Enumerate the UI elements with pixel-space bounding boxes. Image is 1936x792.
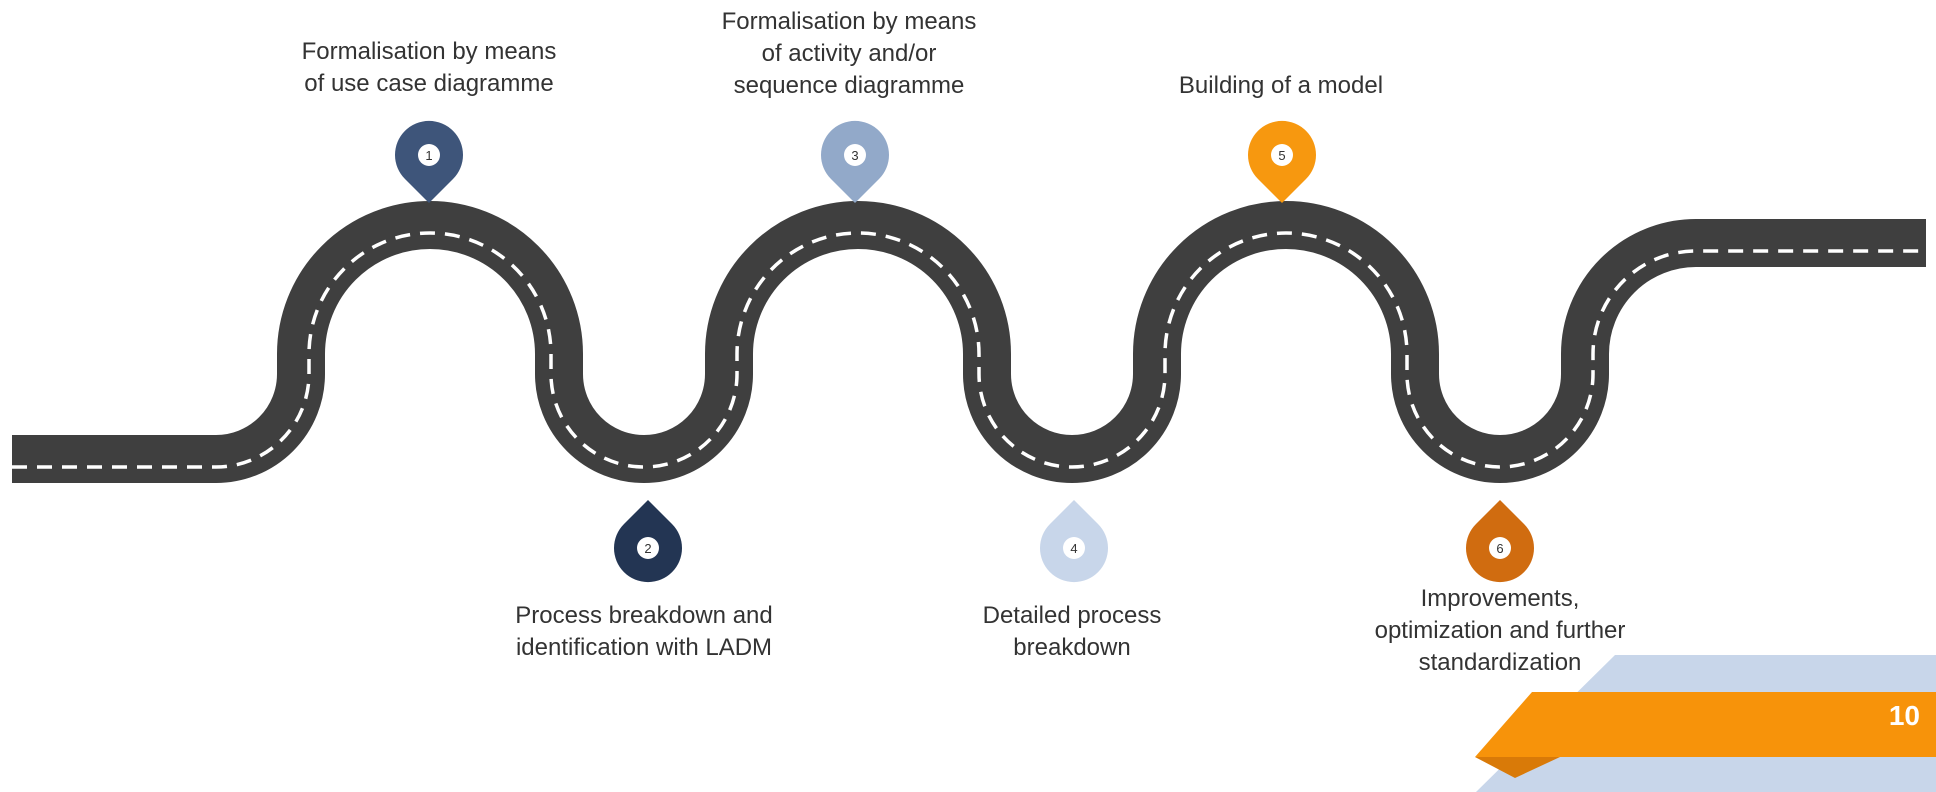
marker-dot <box>844 144 866 166</box>
step-markers: 1 2 3 4 5 6 <box>395 120 1534 583</box>
corner-decoration <box>1475 655 1936 792</box>
marker-dot <box>1489 537 1511 559</box>
step-2-number: 2 <box>644 541 651 556</box>
step-2-label: Process breakdown and identification wit… <box>515 602 773 661</box>
step-4-number: 4 <box>1070 541 1077 556</box>
road-center-line <box>12 231 1926 469</box>
step-6-label: Improvements, optimization and further s… <box>1374 585 1626 676</box>
road-surface <box>12 201 1926 483</box>
step-5-number: 5 <box>1278 148 1285 163</box>
corner-orange-band <box>1475 692 1936 757</box>
step-1-marker: 1 <box>395 120 464 203</box>
step-1-label: Formalisation by means of use case diagr… <box>301 38 557 97</box>
marker-dot <box>418 144 440 166</box>
marker-dot <box>1271 144 1293 166</box>
step-5-label: Building of a model <box>1178 72 1384 99</box>
step-6-marker: 6 <box>1466 500 1534 583</box>
marker-dot <box>1063 537 1085 559</box>
step-4-label: Detailed process breakdown <box>982 602 1162 661</box>
step-6-number: 6 <box>1496 541 1503 556</box>
step-5-marker: 5 <box>1248 120 1316 203</box>
step-3-marker: 3 <box>821 120 890 203</box>
step-4-marker: 4 <box>1040 500 1108 583</box>
step-2-marker: 2 <box>613 500 682 583</box>
step-3-label: Formalisation by means of activity and/o… <box>721 8 977 99</box>
marker-dot <box>637 537 659 559</box>
page-number: 10 <box>1888 700 1920 731</box>
step-3-number: 3 <box>851 148 858 163</box>
corner-orange-fold <box>1475 757 1560 778</box>
winding-road <box>12 201 1926 483</box>
step-1-number: 1 <box>425 148 432 163</box>
